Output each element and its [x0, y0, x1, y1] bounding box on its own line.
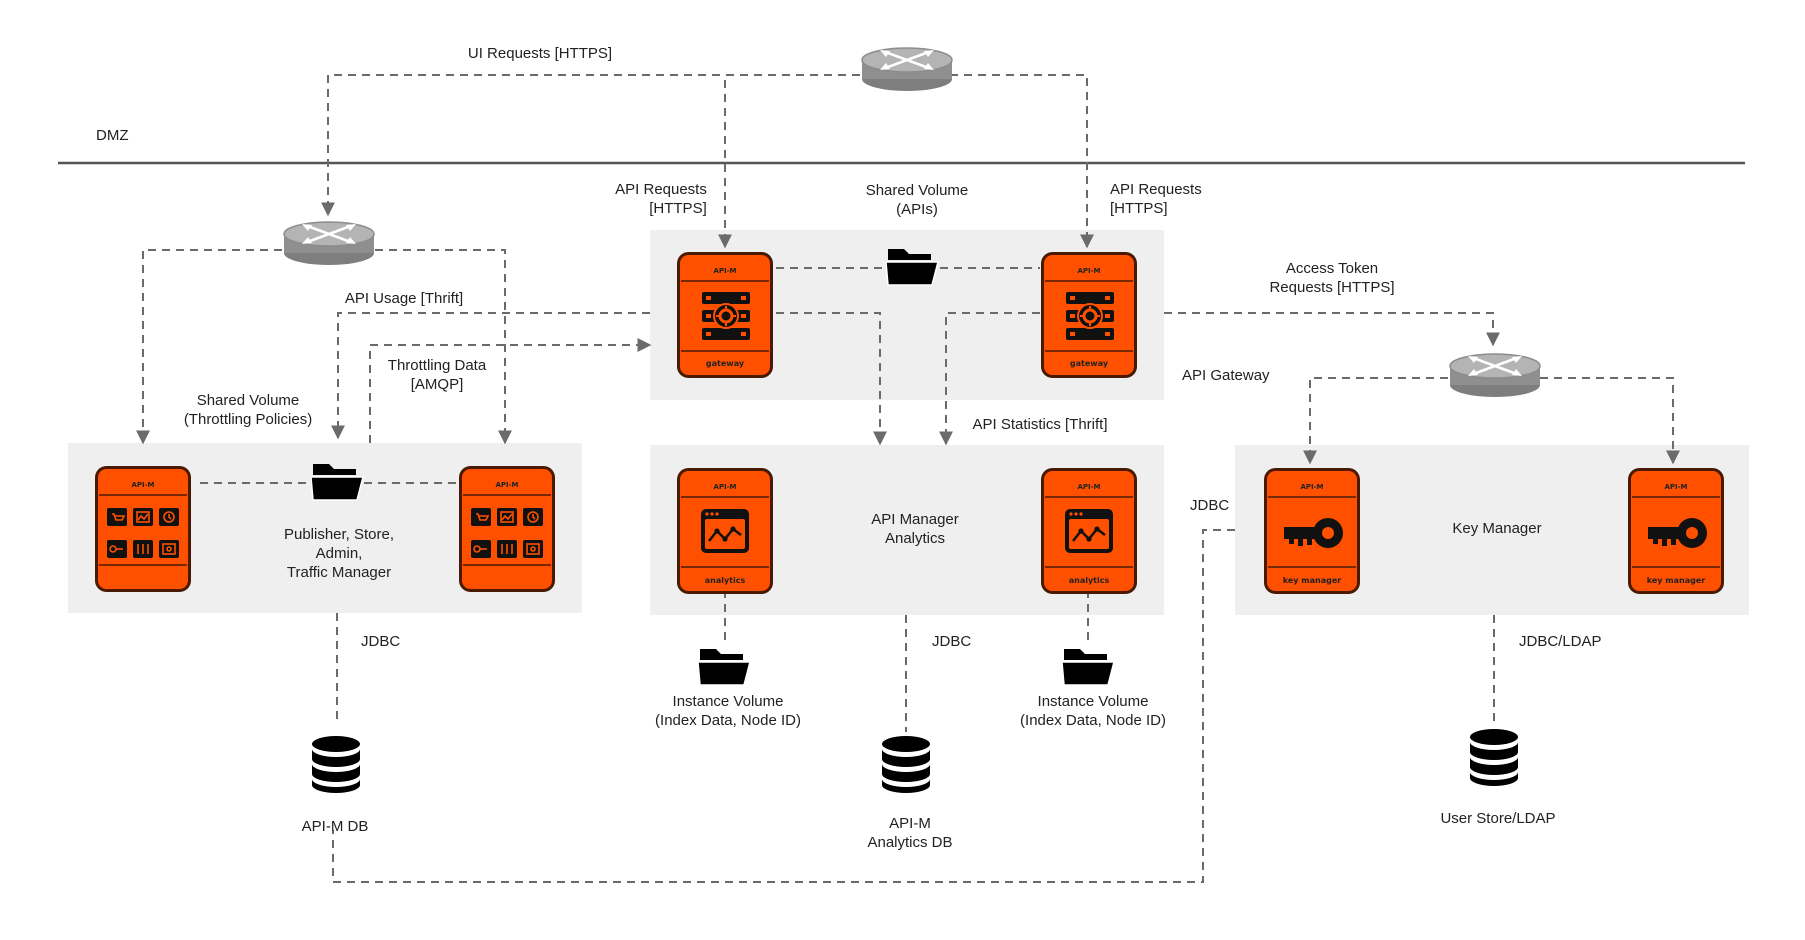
- analytics-db-label: API-M: [889, 815, 931, 832]
- api-requests-label: [HTTPS]: [649, 200, 707, 217]
- svg-text:API-M: API-M: [131, 481, 154, 489]
- api-usage-label: API Usage [Thrift]: [345, 290, 463, 307]
- shared-volume-throttling-label: Shared Volume: [197, 392, 300, 409]
- svg-text:gateway: gateway: [706, 359, 745, 368]
- analytics-db-label: Analytics DB: [867, 834, 952, 851]
- instance-volume-folder-icon: [698, 648, 751, 686]
- publisher-zone-label: Traffic Manager: [287, 564, 391, 581]
- api-gateway-label: API Gateway: [1182, 367, 1270, 384]
- instance-volume-label: (Index Data, Node ID): [655, 712, 801, 729]
- access-token-label: Access Token: [1286, 260, 1378, 277]
- analytics-chart-icon: [699, 507, 751, 555]
- jdbc-label: JDBC: [1190, 497, 1229, 514]
- svg-text:API-M: API-M: [495, 481, 518, 489]
- shared-volume-apis-label: (APIs): [896, 201, 938, 218]
- api-requests-label: [HTTPS]: [1110, 200, 1168, 217]
- svg-text:API-M: API-M: [1077, 267, 1100, 275]
- instance-volume-label: Instance Volume: [1038, 693, 1149, 710]
- jdbc-ldap-label: JDBC/LDAP: [1519, 633, 1602, 650]
- database-icon: [882, 736, 930, 793]
- publisher-node: API-M: [459, 466, 555, 592]
- svg-text:API-M: API-M: [713, 483, 736, 491]
- ui-requests-label: UI Requests [HTTPS]: [468, 45, 612, 62]
- svg-text:analytics: analytics: [705, 576, 746, 585]
- router-icon: [282, 220, 376, 266]
- throttling-data-label: Throttling Data: [388, 357, 487, 374]
- router-icon: [1448, 352, 1542, 398]
- instance-volume-label: (Index Data, Node ID): [1020, 712, 1166, 729]
- analytics-zone-label: API Manager: [871, 511, 959, 528]
- shared-volume-folder-icon: [886, 248, 939, 286]
- svg-text:analytics: analytics: [1069, 576, 1110, 585]
- svg-text:API-M: API-M: [1664, 483, 1687, 491]
- svg-text:key manager: key manager: [1283, 576, 1342, 585]
- analytics-node: API-M analytics: [1041, 468, 1137, 594]
- database-icon: [1470, 729, 1518, 786]
- analytics-zone-label: Analytics: [885, 530, 945, 547]
- publisher-node: API-M: [95, 466, 191, 592]
- gateway-server-icon: [1064, 290, 1116, 342]
- instance-volume-folder-icon: [1062, 648, 1115, 686]
- shared-volume-folder-icon: [311, 463, 364, 501]
- publisher-zone-label: Admin,: [316, 545, 363, 562]
- key-manager-zone-label: Key Manager: [1452, 520, 1541, 537]
- publisher-zone-label: Publisher, Store,: [284, 526, 394, 543]
- key-manager-node: API-M key manager: [1628, 468, 1724, 594]
- dmz-label: DMZ: [96, 127, 129, 144]
- shared-volume-throttling-label: (Throttling Policies): [184, 411, 312, 428]
- svg-text:API-M: API-M: [1300, 483, 1323, 491]
- gateway-server-icon: [700, 290, 752, 342]
- router-icon: [860, 46, 954, 92]
- analytics-node: API-M analytics: [677, 468, 773, 594]
- database-icon: [312, 736, 360, 793]
- api-statistics-label: API Statistics [Thrift]: [972, 416, 1107, 433]
- connectors: [136, 74, 1680, 883]
- svg-text:key manager: key manager: [1647, 576, 1706, 585]
- throttling-data-label: [AMQP]: [411, 376, 464, 393]
- api-requests-label: API Requests: [615, 181, 707, 198]
- gateway-node: API-M gateway: [677, 252, 773, 378]
- instance-volume-label: Instance Volume: [673, 693, 784, 710]
- shared-volume-apis-label: Shared Volume: [866, 182, 969, 199]
- user-store-label: User Store/LDAP: [1440, 810, 1555, 827]
- jdbc-label: JDBC: [361, 633, 400, 650]
- svg-text:gateway: gateway: [1070, 359, 1109, 368]
- analytics-chart-icon: [1063, 507, 1115, 555]
- svg-text:API-M: API-M: [713, 267, 736, 275]
- key-manager-node: API-M key manager: [1264, 468, 1360, 594]
- apim-db-label: API-M DB: [302, 818, 369, 835]
- gateway-node: API-M gateway: [1041, 252, 1137, 378]
- api-requests-label: API Requests: [1110, 181, 1202, 198]
- svg-text:API-M: API-M: [1077, 483, 1100, 491]
- access-token-label: Requests [HTTPS]: [1269, 279, 1394, 296]
- jdbc-label: JDBC: [932, 633, 971, 650]
